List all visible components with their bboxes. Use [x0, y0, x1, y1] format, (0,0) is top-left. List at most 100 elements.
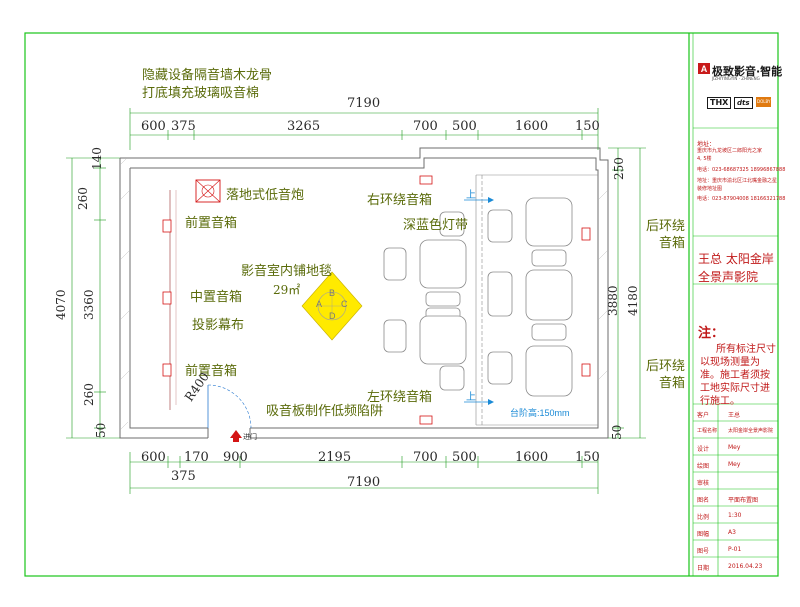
dim-top-600: 600: [141, 119, 166, 134]
sheet-border: [24, 32, 779, 577]
dim-right-3880: 3880: [606, 285, 620, 316]
row-value-project: 太阳金岸全景声影院: [728, 428, 774, 434]
address-line-1: 地址：: [697, 141, 716, 148]
dim-left-50: 50: [94, 422, 108, 438]
dim-bottom-500: 500: [452, 450, 477, 465]
subwoofer-icon: [195, 179, 221, 203]
dim-top-375: 375: [171, 119, 196, 134]
row-key-title: 图名: [697, 497, 710, 504]
label-led-strip: 深蓝色灯带: [403, 218, 469, 233]
diamond-letter-d: D: [329, 311, 336, 321]
logo-symbol: A: [701, 64, 708, 74]
left-surround-speaker: [419, 415, 433, 425]
company-pinyin: JIZHIYINGYIN · ZHINENG: [712, 76, 760, 81]
rear-surround-speaker-top: [581, 227, 591, 241]
up-arrow-bottom: [464, 399, 494, 405]
row-key-size: 图幅: [697, 531, 710, 538]
up-arrow-top: [464, 197, 494, 203]
dim-bottom-2195: 2195: [318, 450, 352, 465]
row-key-drawing: 绘图: [697, 463, 710, 470]
company-name: 极致影音·智能: [712, 65, 783, 78]
dim-right-50: 50: [610, 424, 624, 440]
front-speaker-bottom: [162, 363, 172, 377]
row-value-size: A3: [728, 529, 736, 536]
dimension-lines-top: [129, 108, 599, 150]
entrance-arrow-icon: [230, 430, 242, 442]
label-carpet: 影音室内铺地毯: [241, 264, 333, 279]
label-rear-surround-bottom: 后环绕 音箱: [646, 359, 686, 391]
row-value-number: P-01: [728, 546, 742, 553]
dim-bottom-600: 600: [141, 450, 166, 465]
note-text: 所有标注尺寸以现场测量为准。施工者须按工地实际尺寸进行施工。: [700, 344, 776, 407]
door-swing: [207, 384, 252, 429]
project-name: 王总 太阳金岸全景声影院: [698, 252, 774, 284]
dim-top-150: 150: [575, 119, 600, 134]
dim-top-700: 700: [413, 119, 438, 134]
wall-note-1: 隐藏设备隔音墙木龙骨: [142, 68, 273, 83]
diamond-letter-c: C: [341, 299, 348, 309]
dim-left-260-bottom: 260: [82, 383, 96, 406]
dim-left-3360: 3360: [82, 289, 96, 320]
label-acoustic-board: 吸音板制作低频陷阱: [266, 404, 384, 419]
row-key-date: 日期: [697, 565, 710, 572]
address-line-2: 重庆市九龙坡区二郎阳光之家: [697, 148, 763, 154]
address-line-6: 装修地址图: [697, 186, 723, 192]
label-subwoofer: 落地式低音炮: [226, 188, 305, 203]
badge-dolby: DOLBY: [756, 97, 772, 107]
front-speaker-top: [162, 219, 172, 233]
back-row-sofa: [487, 197, 573, 397]
dim-left-140: 140: [90, 147, 104, 170]
label-front-speaker-bottom: 前置音箱: [185, 364, 238, 379]
wall-hatch: [119, 157, 609, 431]
row-key-number: 图号: [697, 548, 710, 555]
label-right-surround: 右环绕音箱: [367, 193, 433, 208]
dim-left-4070: 4070: [54, 289, 68, 320]
label-screen: 投影幕布: [192, 318, 245, 333]
room-walls: [119, 147, 609, 439]
dim-top-3265: 3265: [287, 119, 321, 134]
dim-top-total: 7190: [347, 96, 381, 111]
label-up-bottom: 上: [466, 392, 476, 403]
row-key-client: 客户: [697, 412, 710, 419]
address-line-7: 电话：023-87904008 18166321788: [697, 196, 786, 202]
dim-top-500: 500: [452, 119, 477, 134]
row-value-scale: 1:30: [728, 512, 742, 519]
label-up-top: 上: [466, 190, 476, 201]
label-left-surround: 左环绕音箱: [367, 390, 433, 405]
carpet-diamond-icon: [301, 271, 363, 341]
label-front-speaker-top: 前置音箱: [185, 216, 238, 231]
center-speaker: [162, 291, 172, 305]
dim-bottom-150: 150: [575, 450, 600, 465]
wall-note-2: 打底填充玻璃吸音棉: [142, 86, 260, 101]
label-area: 29㎡: [273, 283, 301, 297]
dim-bottom-1600: 1600: [515, 450, 549, 465]
dimension-lines-bottom: [129, 452, 599, 494]
row-key-scale: 比例: [697, 514, 710, 521]
dim-bottom-700: 700: [413, 450, 438, 465]
row-key-review: 审核: [697, 480, 710, 487]
label-step-height: 台阶高:150mm: [510, 408, 570, 418]
dimension-lines-right: [608, 147, 646, 439]
address-line-5: 地址：重庆市渝北区江北嘴金融之星: [697, 178, 778, 184]
dim-top-1600: 1600: [515, 119, 549, 134]
badge-dts: dts: [734, 97, 753, 109]
riser-step: [475, 174, 598, 426]
label-center-speaker: 中置音箱: [190, 290, 243, 305]
address-line-3: 4, 5楼: [697, 156, 712, 162]
right-surround-speaker: [419, 175, 433, 185]
row-value-client: 王总: [728, 412, 741, 419]
dim-right-250: 250: [612, 157, 626, 180]
row-value-date: 2016.04.23: [728, 563, 763, 570]
note-label: 注：: [698, 326, 725, 341]
rear-surround-speaker-bottom: [581, 363, 591, 377]
dim-right-4180: 4180: [626, 285, 640, 316]
row-value-drawing: Mey: [728, 461, 741, 468]
badge-thx: THX: [707, 97, 732, 109]
front-row-sofa: [383, 211, 467, 391]
label-entrance: 进门: [243, 433, 257, 441]
diamond-letter-b: B: [329, 288, 336, 298]
dim-bottom-170: 170: [184, 450, 209, 465]
label-rear-surround-top: 后环绕 音箱: [646, 219, 686, 251]
row-key-project: 工程名称: [697, 428, 718, 434]
